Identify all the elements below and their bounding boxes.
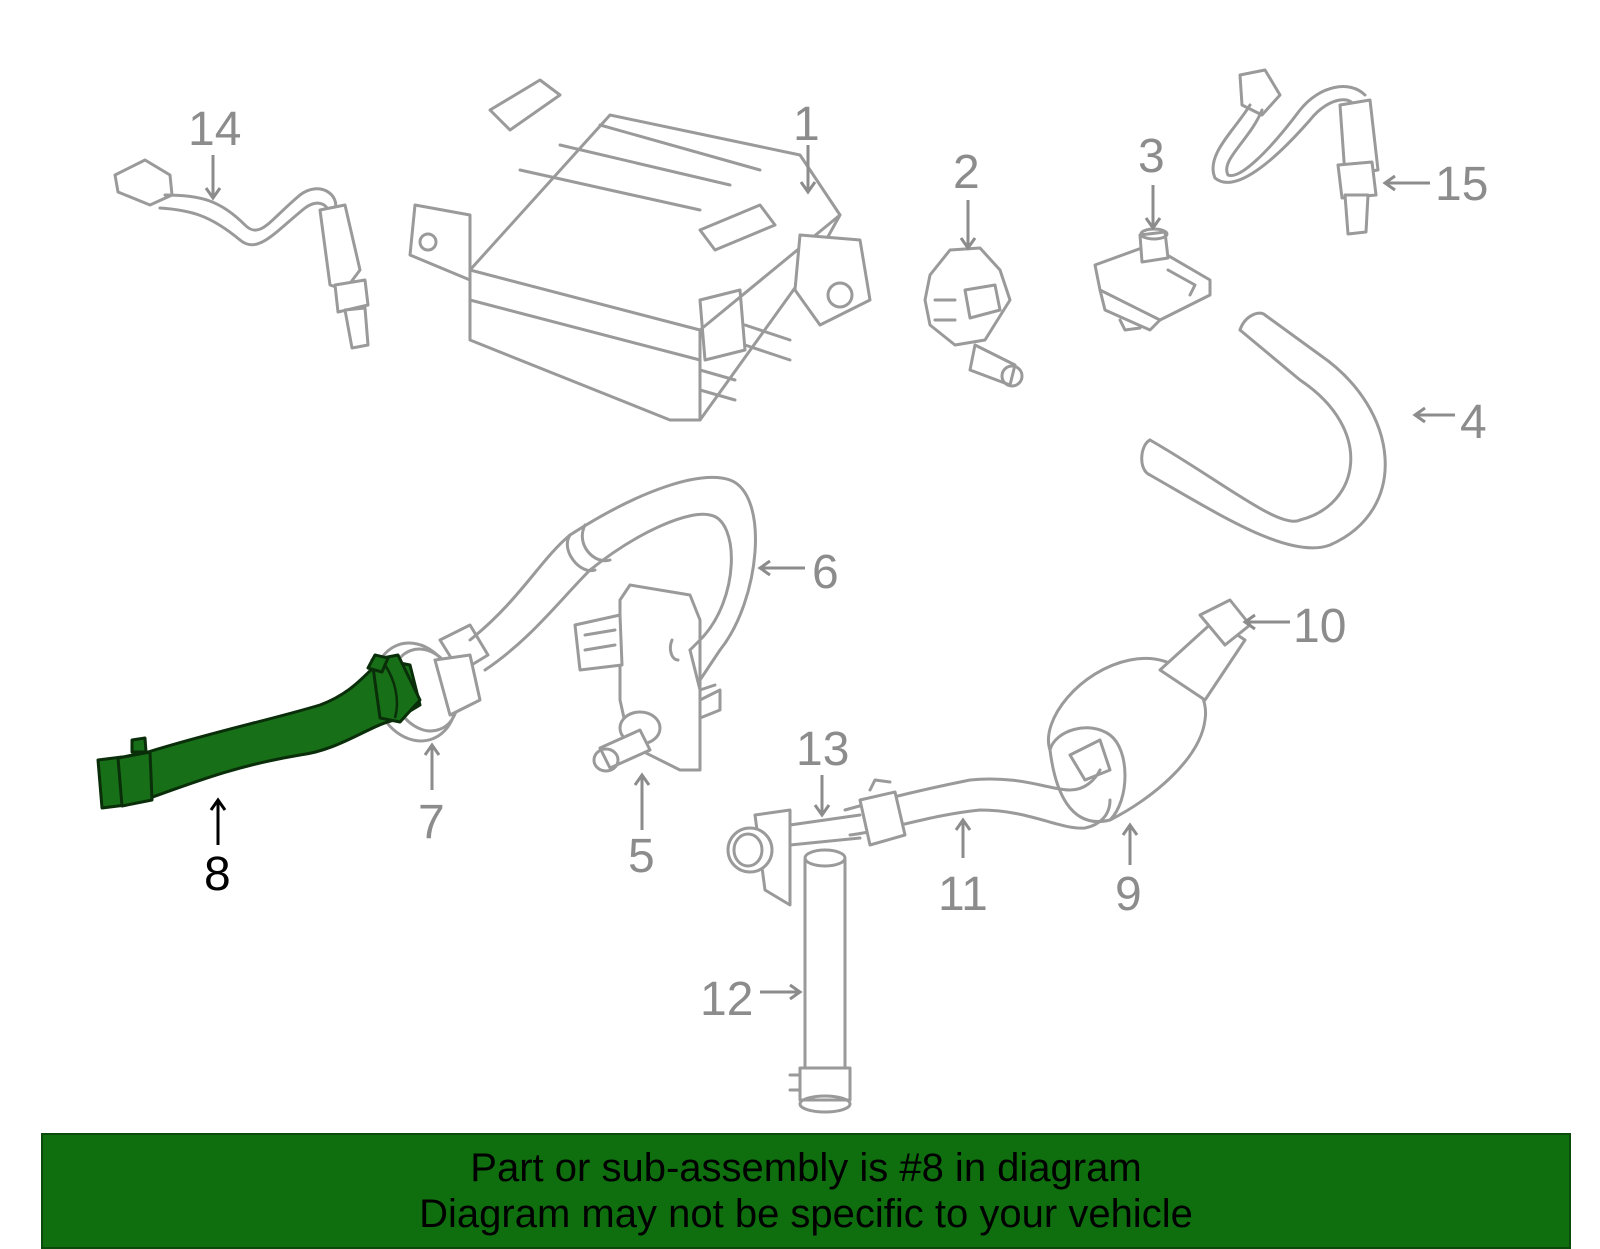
callout-5: 5 <box>628 830 655 883</box>
callout-14: 14 <box>188 103 241 156</box>
arrow-5 <box>633 772 651 830</box>
callout-4: 4 <box>1460 396 1487 449</box>
arrow-9 <box>1121 822 1139 865</box>
arrow-6 <box>757 559 805 577</box>
arrow-7 <box>423 742 441 790</box>
arrow-13 <box>813 775 831 818</box>
callout-9: 9 <box>1115 868 1142 921</box>
info-banner: Part or sub-assembly is #8 in diagram Di… <box>41 1133 1571 1249</box>
part-5-sensor[interactable] <box>573 583 722 773</box>
part-2-valve[interactable] <box>923 246 1024 388</box>
part-8-hose-highlighted[interactable] <box>96 653 422 810</box>
callout-11: 11 <box>938 868 988 921</box>
arrow-1 <box>799 145 817 195</box>
arrow-12 <box>760 983 803 1001</box>
part-11-tube[interactable] <box>843 768 1112 847</box>
callout-6: 6 <box>812 546 839 599</box>
banner-line-1: Part or sub-assembly is #8 in diagram <box>470 1146 1142 1190</box>
callout-15: 15 <box>1435 158 1488 211</box>
arrow-8 <box>209 797 227 845</box>
callout-10: 10 <box>1293 600 1346 653</box>
arrow-3 <box>1144 185 1162 231</box>
callout-3: 3 <box>1138 130 1165 183</box>
part-14-o2-sensor[interactable] <box>113 158 370 350</box>
callout-13: 13 <box>796 723 849 776</box>
part-9-filter[interactable] <box>1047 598 1252 823</box>
callout-1: 1 <box>793 98 820 151</box>
callout-arrows <box>204 145 1455 1001</box>
part-4-hose[interactable] <box>1140 311 1387 550</box>
part-13-connector[interactable] <box>726 808 862 907</box>
arrow-11 <box>954 817 972 858</box>
part-15-o2-sensor[interactable] <box>1211 68 1380 236</box>
part-1-canister[interactable] <box>408 78 872 422</box>
callout-7: 7 <box>418 796 445 849</box>
part-6-hose[interactable] <box>438 476 757 692</box>
arrow-14 <box>204 155 222 201</box>
arrow-10 <box>1242 613 1290 631</box>
callout-12: 12 <box>700 973 753 1026</box>
arrow-15 <box>1382 174 1430 192</box>
banner-line-2: Diagram may not be specific to your vehi… <box>419 1192 1193 1236</box>
callout-labels: 1 2 3 4 5 6 7 8 9 10 11 12 13 14 15 <box>188 98 1488 1026</box>
arrow-2 <box>959 200 977 251</box>
part-12-tube[interactable] <box>788 848 852 1114</box>
part-3-solenoid[interactable] <box>1093 227 1212 332</box>
callout-2: 2 <box>953 146 980 199</box>
arrow-4 <box>1412 406 1455 424</box>
callout-8: 8 <box>204 848 231 901</box>
